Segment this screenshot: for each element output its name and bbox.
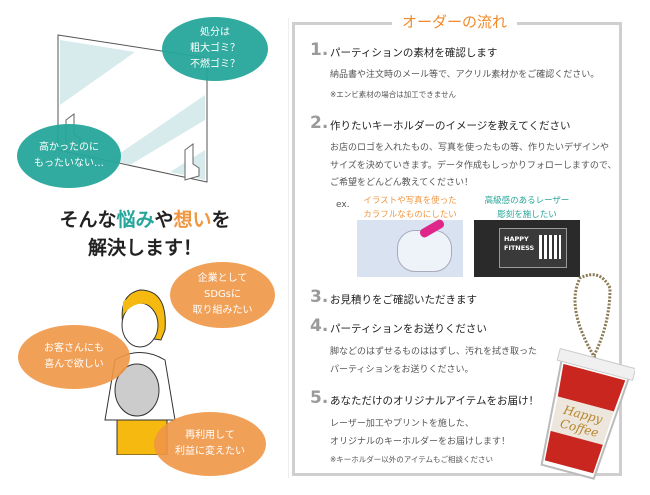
bubble-customers: お客さんにも 喜んで欲しい xyxy=(18,325,130,389)
headline: そんな悩みや想いを xyxy=(0,205,290,232)
headline-text: を xyxy=(211,209,231,231)
example-image-colorful xyxy=(357,218,463,277)
step-body: レーザー加工やプリントを施した、 オリジナルのキーホルダーをお届けします！ xyxy=(330,416,510,451)
step-heading: あなただけのオリジナルアイテムをお届け！ xyxy=(330,395,539,407)
step-number: 3. xyxy=(310,287,329,307)
engraving-text: HAPPY xyxy=(504,235,529,243)
body-line: ご希望をどんどん教えてください！ xyxy=(330,178,474,188)
caption-line: 彫刻を施したい xyxy=(497,210,557,220)
headline-line2: 解決します！ xyxy=(87,237,202,259)
bubble-sdgs: 企業として SDGsに 取り組みたい xyxy=(170,262,275,328)
step-heading: 作りたいキーホルダーのイメージを教えてください xyxy=(330,120,571,132)
step-note: ※エンビ素材の場合は加工できません xyxy=(330,90,457,99)
bubble-text: 粗大ゴミ？ xyxy=(190,43,240,54)
bubble-text: 取り組みたい xyxy=(192,305,253,316)
step-body: 納品書や注文時のメール等で、アクリル素材かをご確認ください。 xyxy=(330,70,600,80)
caption-line: イラストや写真を使った xyxy=(363,196,457,206)
body-line: パーティションをお送りください。 xyxy=(330,364,474,375)
headline-text: そんな xyxy=(59,209,117,231)
body-line: お店のロゴを入れたもの、写真を使ったもの等、作りたいデザインや xyxy=(330,143,610,153)
body-line: 脚などのはずせるものははずし、汚れを拭き取った xyxy=(330,347,538,357)
caption-line: カラフルなものにしたい xyxy=(363,210,457,220)
step-number: 5. xyxy=(310,388,329,408)
example-caption: 高級感のあるレーザー 彫刻を施したい xyxy=(474,194,580,222)
step-body: お店のロゴを入れたもの、写真を使ったもの等、作りたいデザインや サイズを決めてい… xyxy=(330,140,616,193)
bubble-reuse: 再利用して 利益に変えたい xyxy=(154,412,266,476)
example-label: ex. xyxy=(336,200,350,210)
example-image-engraved: HAPPY FITNESS xyxy=(474,220,580,277)
step-heading: パーティションをお送りください xyxy=(330,323,487,335)
step-heading: お見積りをご確認いただきます xyxy=(330,294,477,306)
bubble-text: 高かったのに xyxy=(39,142,99,153)
bubble-text: SDGsに xyxy=(203,289,241,300)
bubble-text: 利益に変えたい xyxy=(175,446,245,457)
step-note: ※キーホルダー以外のアイテムもご相談ください xyxy=(330,455,494,464)
body-line: サイズを決めていきます。データ作成もしっかりフォローしますので、 xyxy=(330,160,617,171)
woman-illustration xyxy=(104,289,176,455)
step-number: 2. xyxy=(310,113,329,133)
body-line: レーザー加工やプリントを施した、 xyxy=(330,419,474,429)
step-body: 脚などのはずせるものははずし、汚れを拭き取った パーティションをお送りください。 xyxy=(330,344,537,379)
bubble-text: 処分は xyxy=(200,27,230,38)
engraving-text: FITNESS xyxy=(504,244,535,252)
bubble-text: 企業として xyxy=(197,273,248,284)
qr-code-icon xyxy=(539,235,561,259)
step-number: 1. xyxy=(310,40,329,60)
bubble-text: 不燃ゴミ？ xyxy=(190,59,240,70)
bubble-text: もったいない… xyxy=(34,158,104,169)
bubble-text: 再利用して xyxy=(185,430,235,441)
divider xyxy=(288,18,289,478)
coffee-keychain: Happy Coffee xyxy=(540,273,635,480)
engraved-tag: HAPPY FITNESS xyxy=(499,228,567,268)
body-line: オリジナルのキーホルダーをお届けします！ xyxy=(330,436,511,447)
headline-text: や xyxy=(154,209,174,231)
step-number: 4. xyxy=(310,316,329,336)
headline-highlight: 想い xyxy=(173,209,212,231)
order-flow-title: オーダーの流れ xyxy=(392,11,518,32)
bubble-text: お客さんにも xyxy=(44,343,104,354)
bubble-text: 喜んで欲しい xyxy=(44,359,104,370)
bubble-disposal: 処分は 粗大ゴミ？ 不燃ゴミ？ xyxy=(162,17,268,81)
headline-highlight: 悩み xyxy=(116,209,155,231)
example-caption: イラストや写真を使った カラフルなものにしたい xyxy=(357,194,463,222)
caption-line: 高級感のあるレーザー xyxy=(484,196,570,206)
bubble-wasteful: 高かったのに もったいない… xyxy=(17,124,121,188)
step-heading: パーティションの素材を確認します xyxy=(330,47,498,59)
